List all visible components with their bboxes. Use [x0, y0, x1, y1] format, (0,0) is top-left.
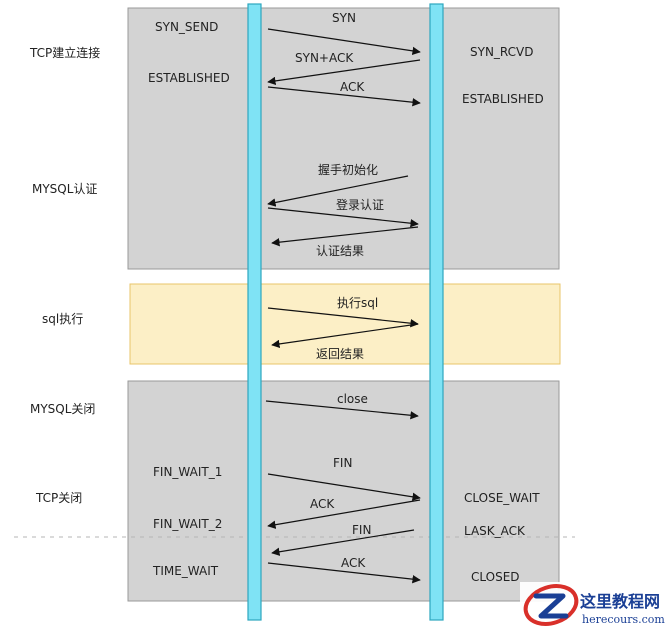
server-state-closed: CLOSED	[471, 570, 520, 584]
arrow-syn-ack	[267, 59, 421, 86]
arrow-exec-sql	[267, 307, 419, 328]
message-label-ack-2: ACK	[310, 497, 335, 511]
arrow-login-auth	[267, 207, 419, 228]
server-state-close-wait: CLOSE_WAIT	[464, 491, 540, 505]
client-state-fin-wait-1: FIN_WAIT_1	[153, 465, 222, 479]
phase-label-tcp-connect: TCP建立连接	[29, 45, 100, 60]
arrow-syn	[267, 28, 421, 56]
phase-label-mysql-close: MYSQL关闭	[30, 402, 95, 416]
arrow-return-result	[271, 323, 419, 349]
client-state-fin-wait-2: FIN_WAIT_2	[153, 517, 222, 531]
arrow-auth-result	[271, 226, 419, 247]
message-label-ack-1: ACK	[340, 80, 365, 94]
message-label-close: close	[337, 392, 368, 406]
message-label-auth-result: 认证结果	[316, 244, 364, 258]
server-lifeline	[429, 3, 444, 621]
message-label-fin-1: FIN	[333, 456, 352, 470]
panel-close	[127, 380, 560, 602]
watermark-site: herecours.com	[582, 613, 665, 626]
phase-label-mysql-auth: MYSQL认证	[32, 182, 97, 196]
server-state-lask-ack: LASK_ACK	[464, 524, 526, 538]
panel-sql-exec	[129, 283, 561, 365]
arrow-ack-1	[267, 86, 421, 107]
arrow-ack-3	[267, 562, 421, 584]
client-lifeline	[247, 3, 262, 621]
message-label-ack-3: ACK	[341, 556, 366, 570]
phase-label-sql-exec: sql执行	[42, 312, 83, 326]
server-state-established: ESTABLISHED	[462, 92, 544, 106]
panel-connect-auth	[127, 7, 560, 270]
message-label-syn: SYN	[332, 11, 356, 25]
message-label-syn-ack: SYN+ACK	[295, 51, 354, 65]
phase-label-tcp-close: TCP关闭	[35, 491, 82, 505]
message-label-handshake-init: 握手初始化	[318, 162, 378, 177]
client-state-time-wait: TIME_WAIT	[152, 564, 219, 578]
message-label-fin-2: FIN	[352, 523, 371, 537]
arrow-fin-1	[267, 473, 421, 501]
arrow-ack-2	[267, 499, 421, 529]
watermark: 这里教程网 herecours.com	[520, 582, 670, 629]
client-state-syn-send: SYN_SEND	[155, 20, 218, 34]
message-label-login-auth: 登录认证	[336, 197, 384, 212]
watermark-logo-icon	[523, 584, 579, 626]
arrow-handshake-init	[267, 175, 409, 207]
watermark-title: 这里教程网	[580, 592, 660, 611]
message-label-exec-sql: 执行sql	[337, 296, 378, 310]
client-state-established: ESTABLISHED	[148, 71, 230, 85]
arrow-fin-2	[271, 529, 415, 556]
message-label-return-result: 返回结果	[316, 347, 364, 361]
arrow-close	[265, 400, 419, 420]
server-state-syn-rcvd: SYN_RCVD	[470, 45, 534, 59]
